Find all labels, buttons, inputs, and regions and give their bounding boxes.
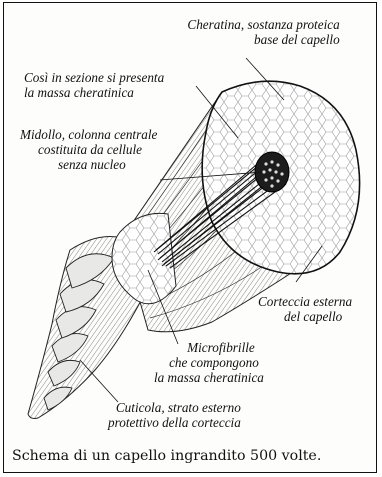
- label-microfibrille-line1: Microfibrille: [154, 340, 264, 355]
- label-cuticola: Cuticola, strato esterno protettivo dell…: [108, 400, 241, 430]
- label-midollo-line2: costituita da cellule: [20, 142, 157, 157]
- label-corteccia: Corteccia esterna del capello: [258, 294, 352, 324]
- label-sezione-line1: Così in sezione si presenta: [24, 70, 164, 85]
- label-microfibrille: Microfibrille che compongono la massa ch…: [154, 340, 264, 385]
- label-midollo: Midollo, colonna centrale costituita da …: [20, 127, 157, 172]
- label-sezione-line2: la massa cheratinica: [24, 85, 164, 100]
- label-corteccia-line1: Corteccia esterna: [258, 294, 352, 309]
- label-midollo-line3: senza nucleo: [20, 157, 157, 172]
- label-cuticola-line2: protettivo della corteccia: [108, 415, 241, 430]
- label-cheratina: Cheratina, sostanza proteica base del ca…: [176, 17, 340, 47]
- label-cheratina-line1: Cheratina, sostanza proteica: [176, 17, 340, 32]
- label-microfibrille-line3: la massa cheratinica: [154, 370, 264, 385]
- label-midollo-line1: Midollo, colonna centrale: [20, 127, 157, 142]
- label-cuticola-line1: Cuticola, strato esterno: [108, 400, 241, 415]
- label-cheratina-line2: base del capello: [176, 32, 340, 47]
- figure-caption: Schema di un capello ingrandito 500 volt…: [12, 448, 372, 464]
- label-corteccia-line2: del capello: [258, 309, 352, 324]
- label-microfibrille-line2: che compongono: [154, 355, 264, 370]
- label-sezione: Così in sezione si presenta la massa che…: [24, 70, 164, 100]
